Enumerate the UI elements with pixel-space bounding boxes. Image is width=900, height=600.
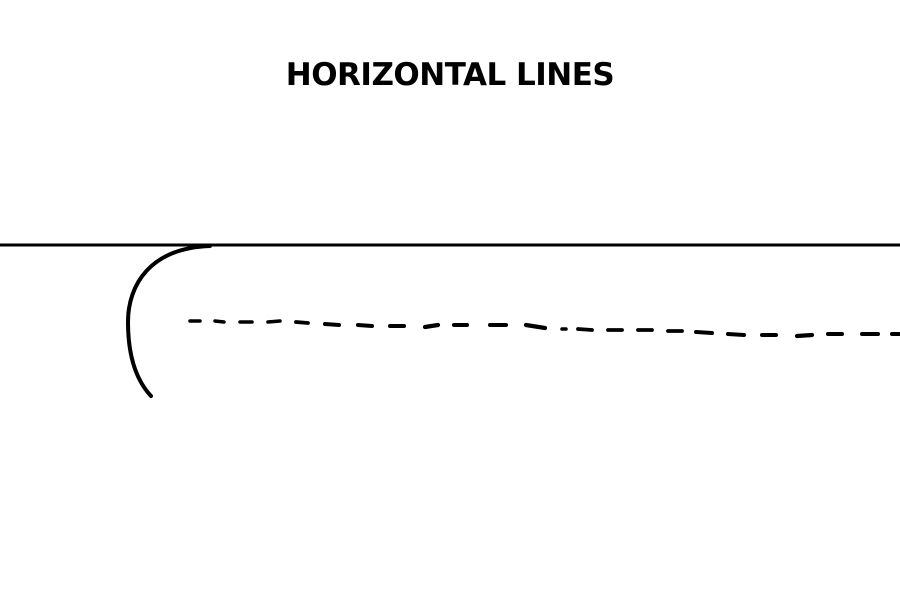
dash-segment	[726, 332, 746, 337]
dash-segment	[422, 322, 441, 330]
dashed-horizontal-line	[188, 319, 900, 339]
dash-segment	[694, 330, 714, 335]
dash-segment	[323, 322, 341, 327]
dash-segment	[794, 332, 815, 339]
dash-segment	[523, 322, 548, 331]
dash-segment	[266, 319, 282, 324]
dash-segment	[294, 320, 310, 325]
dash-segment	[213, 319, 226, 324]
diagram-title: HORIZONTAL LINES	[285, 57, 615, 93]
dash-segment	[356, 323, 374, 328]
dash-segment	[576, 327, 594, 332]
curved-bracket-arc	[125, 244, 212, 398]
